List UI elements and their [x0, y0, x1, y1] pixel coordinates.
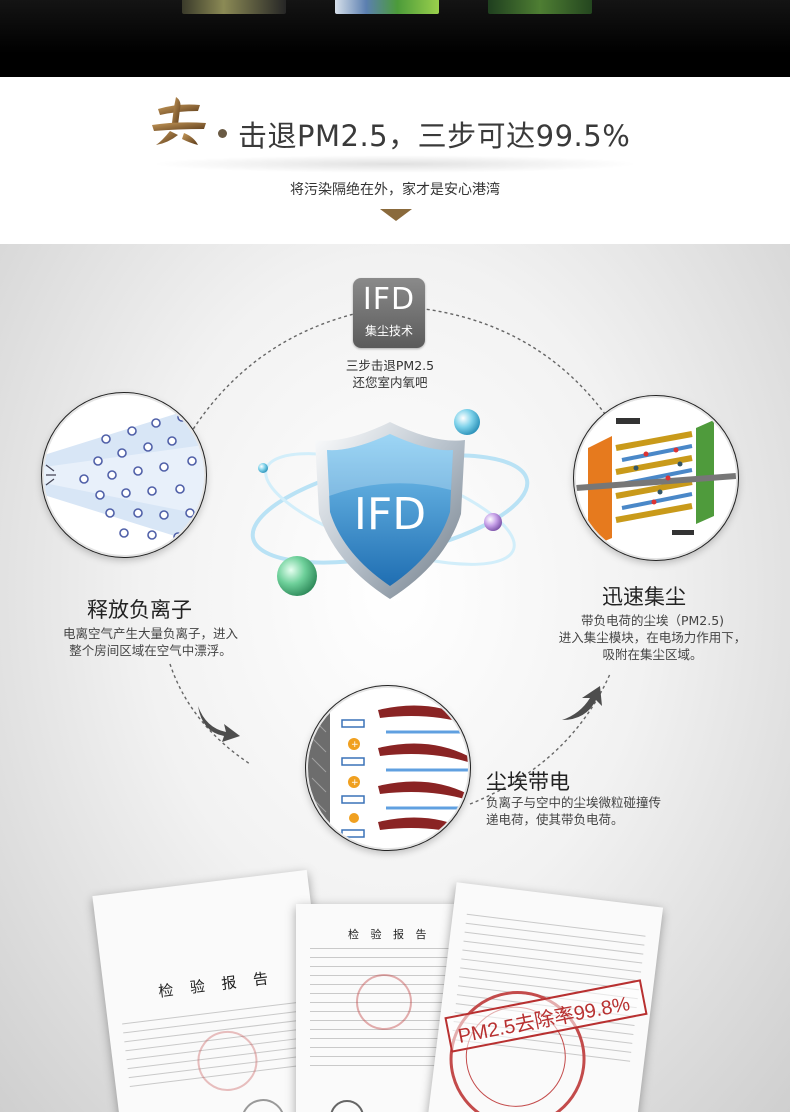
intro-line-2: 还您室内氧吧	[352, 375, 428, 390]
step-collect-dust-desc-line: 带负电荷的尘埃（PM2.5)	[580, 613, 725, 628]
badge-sub-label: 集尘技术	[364, 324, 413, 338]
title-bullet	[218, 129, 227, 138]
intro-text: 三步击退PM2.5 还您室内氧吧	[290, 357, 490, 391]
process-loop-line	[169, 305, 611, 805]
step-collect-dust-desc: 带负电荷的尘埃（PM2.5) 进入集尘模块，在电场力作用下， 吸附在集尘区域。	[540, 612, 765, 663]
step-collect-dust-desc-line: 吸附在集尘区域。	[602, 647, 703, 662]
page-title: 击退PM2.5，三步可达99.5%	[238, 119, 631, 153]
step-charge-dust-desc-line: 负离子与空中的尘埃微粒碰撞传	[486, 795, 662, 810]
arrow-down-icon	[380, 209, 412, 221]
section-heading: 击退PM2.5，三步可达99.5% 将污染隔绝在外，家才是安心港湾	[0, 77, 790, 244]
curved-arrow-icon	[198, 706, 240, 742]
step-release-ions-desc-line: 整个房间区域在空气中漂浮。	[69, 643, 232, 658]
banner-image-city	[182, 0, 286, 14]
banner-image-nature	[488, 0, 592, 14]
step-release-ions-desc-line: 电离空气产生大量负离子，进入	[62, 626, 238, 641]
svg-text:+: +	[351, 740, 359, 750]
curved-arrow-icon	[562, 686, 602, 720]
step-release-ions-desc: 电离空气产生大量负离子，进入 整个房间区域在空气中漂浮。	[43, 625, 258, 659]
page-subtitle: 将污染隔绝在外，家才是安心港湾	[290, 182, 500, 198]
step-charge-dust-desc: 负离子与空中的尘埃微粒碰撞传 递电荷，使其带负电荷。	[486, 794, 706, 828]
top-banner	[0, 0, 790, 77]
title-shadow	[150, 155, 640, 173]
report-heading: 检 验 报 告	[157, 968, 276, 1001]
step-collect-dust-illustration	[574, 396, 738, 560]
step-collect-dust-title: 迅速集尘	[602, 585, 686, 609]
banner-image-purifier	[335, 0, 439, 14]
shield-icon: IFD	[250, 409, 530, 599]
badge-main-label: IFD	[362, 282, 416, 317]
svg-text:+: +	[351, 778, 359, 788]
shield-label: IFD	[354, 489, 426, 540]
report-heading: 检 验 报 告	[348, 928, 431, 941]
step-release-ions-illustration	[42, 393, 206, 557]
step-collect-dust-desc-line: 进入集尘模块，在电场力作用下，	[558, 630, 747, 645]
step-release-ions-title: 释放负离子	[87, 598, 192, 622]
step-charge-dust-title: 尘埃带电	[486, 770, 570, 794]
ifd-process-diagram: IFD 集尘技术 三步击退PM2.5 还您室内氧吧 IFD	[0, 244, 790, 1112]
intro-line-1: 三步击退PM2.5	[345, 358, 435, 373]
ifd-badge: IFD 集尘技术	[353, 278, 425, 348]
calligraphy-mark-icon	[152, 97, 206, 145]
step-charge-dust-illustration: ++	[306, 686, 470, 850]
step-charge-dust-desc-line: 递电荷，使其带负电荷。	[486, 812, 624, 827]
